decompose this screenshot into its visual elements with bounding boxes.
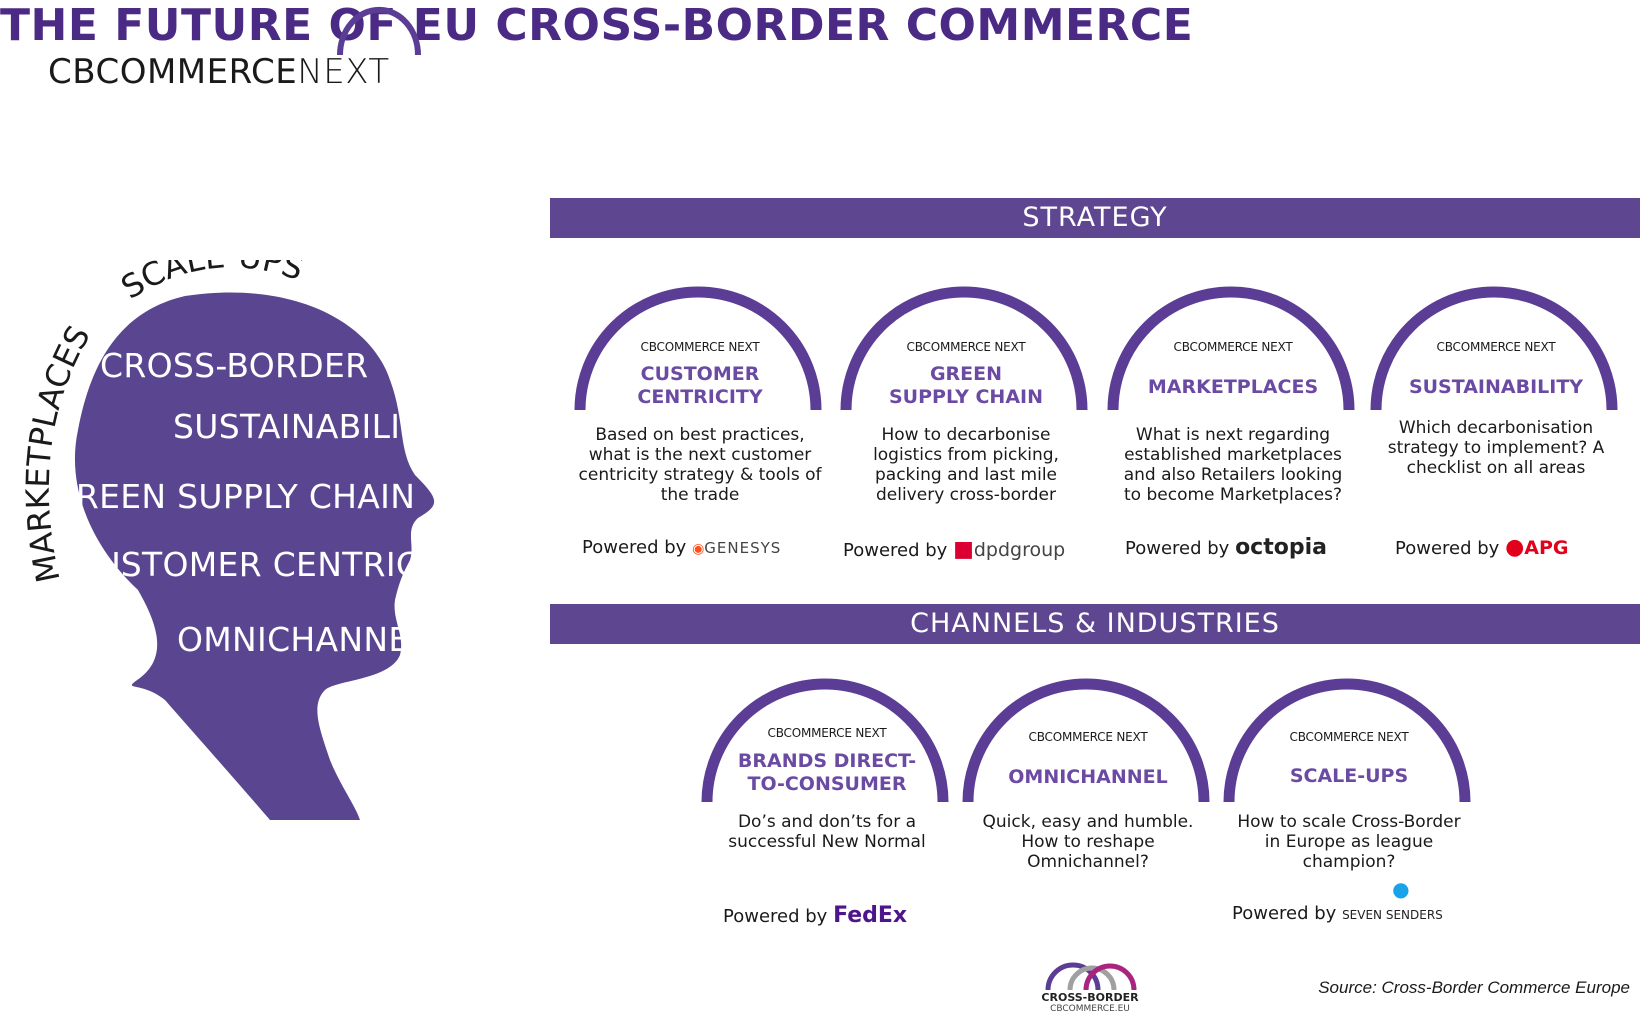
powered-by-apg: Powered by ●APG [1395, 535, 1569, 560]
source-note: Source: Cross-Border Commerce Europe [1318, 978, 1630, 997]
card-scale-ups: CBCOMMERCE NEXT SCALE-UPS How to scale C… [1219, 670, 1479, 930]
powered-by-fedex: Powered by FedEx [723, 903, 908, 928]
card-topic: MARKETPLACES [1147, 376, 1319, 398]
powered-by-genesys: Powered by ◉GENESYS [582, 537, 782, 558]
seven-senders-logo: ● SEVEN SENDERS [1342, 877, 1443, 922]
powered-by-octopia: Powered by octopia [1125, 535, 1327, 560]
powered-by-seven-senders: Powered by ● SEVEN SENDERS [1232, 877, 1443, 924]
fedex-logo: FedEx [833, 903, 908, 928]
card-marketplaces: CBCOMMERCE NEXT MARKETPLACES What is nex… [1103, 278, 1363, 538]
logo-arc-icon [337, 6, 421, 56]
card-arc-icon [962, 678, 1210, 803]
channels-band: CHANNELS & INDUSTRIES [550, 604, 1640, 644]
card-brand: CBCOMMERCE NEXT [1289, 730, 1409, 744]
footer-logo-line1: CROSS-BORDER [1041, 991, 1139, 1004]
card-brands-dtc: CBCOMMERCE NEXT BRANDS DIRECT-TO-CONSUME… [697, 670, 957, 930]
card-topic: SCALE-UPS [1289, 765, 1409, 787]
logo-part1: CBCOMMERCE [48, 52, 298, 92]
powered-by-dpdgroup: Powered by ■dpdgroup [843, 537, 1066, 562]
card-brand: CBCOMMERCE NEXT [1436, 340, 1556, 354]
card-omnichannel: CBCOMMERCE NEXT OMNICHANNEL Quick, easy … [958, 670, 1218, 930]
cross-border-logo-icon [1045, 962, 1137, 991]
head-word-green-supply-chain: GREEN SUPPLY CHAIN [50, 477, 416, 516]
card-arc-icon [1370, 286, 1618, 411]
card-brand: CBCOMMERCE NEXT [640, 340, 760, 354]
card-topic: SUSTAINABILITY [1408, 376, 1584, 398]
dpd-cube-icon: ■ [953, 537, 974, 562]
logo: CBCOMMERCENEXT [48, 52, 390, 92]
footer-logo: CROSS-BORDER CBCOMMERCE.EU [1030, 991, 1150, 1015]
card-sustainability: CBCOMMERCE NEXT SUSTAINABILITY Which dec… [1366, 278, 1626, 538]
page-title: THE FUTURE OF EU CROSS-BORDER COMMERCE [0, 0, 1194, 51]
head-word-omnichannel: OMNICHANNEL [177, 620, 429, 659]
card-description: Based on best practices,what is the next… [578, 425, 822, 505]
seven-senders-icon: ● [1392, 877, 1410, 901]
card-topic: OMNICHANNEL [1008, 766, 1168, 788]
head-word-sustainability: SUSTAINABILITY [173, 407, 442, 446]
card-brand: CBCOMMERCE NEXT [1173, 340, 1293, 354]
head-word-customer-centricity: CUSTOMER CENTRICITY [73, 545, 471, 584]
card-brand: CBCOMMERCE NEXT [767, 726, 887, 740]
strategy-band: STRATEGY [550, 198, 1640, 238]
card-topic: BRANDS DIRECT-TO-CONSUMER [737, 750, 917, 795]
footer-logo-line2: CBCOMMERCE.EU [1050, 1004, 1130, 1014]
logo-part2: NEXT [297, 52, 390, 92]
head-silhouette-icon: SCALE-UPS MARKETPLACES [20, 260, 435, 820]
card-brand: CBCOMMERCE NEXT [1028, 730, 1148, 744]
card-arc-icon [574, 286, 822, 411]
apg-logo-icon: ● [1505, 535, 1525, 560]
card-arc-icon [1107, 286, 1355, 411]
genesys-logo-icon: ◉ [692, 541, 705, 557]
card-brand: CBCOMMERCE NEXT [906, 340, 1026, 354]
card-arc-icon [701, 678, 949, 803]
card-arc-icon [1223, 678, 1471, 803]
head-word-cross-border: CROSS-BORDER [100, 346, 369, 385]
card-arc-icon [840, 286, 1088, 411]
